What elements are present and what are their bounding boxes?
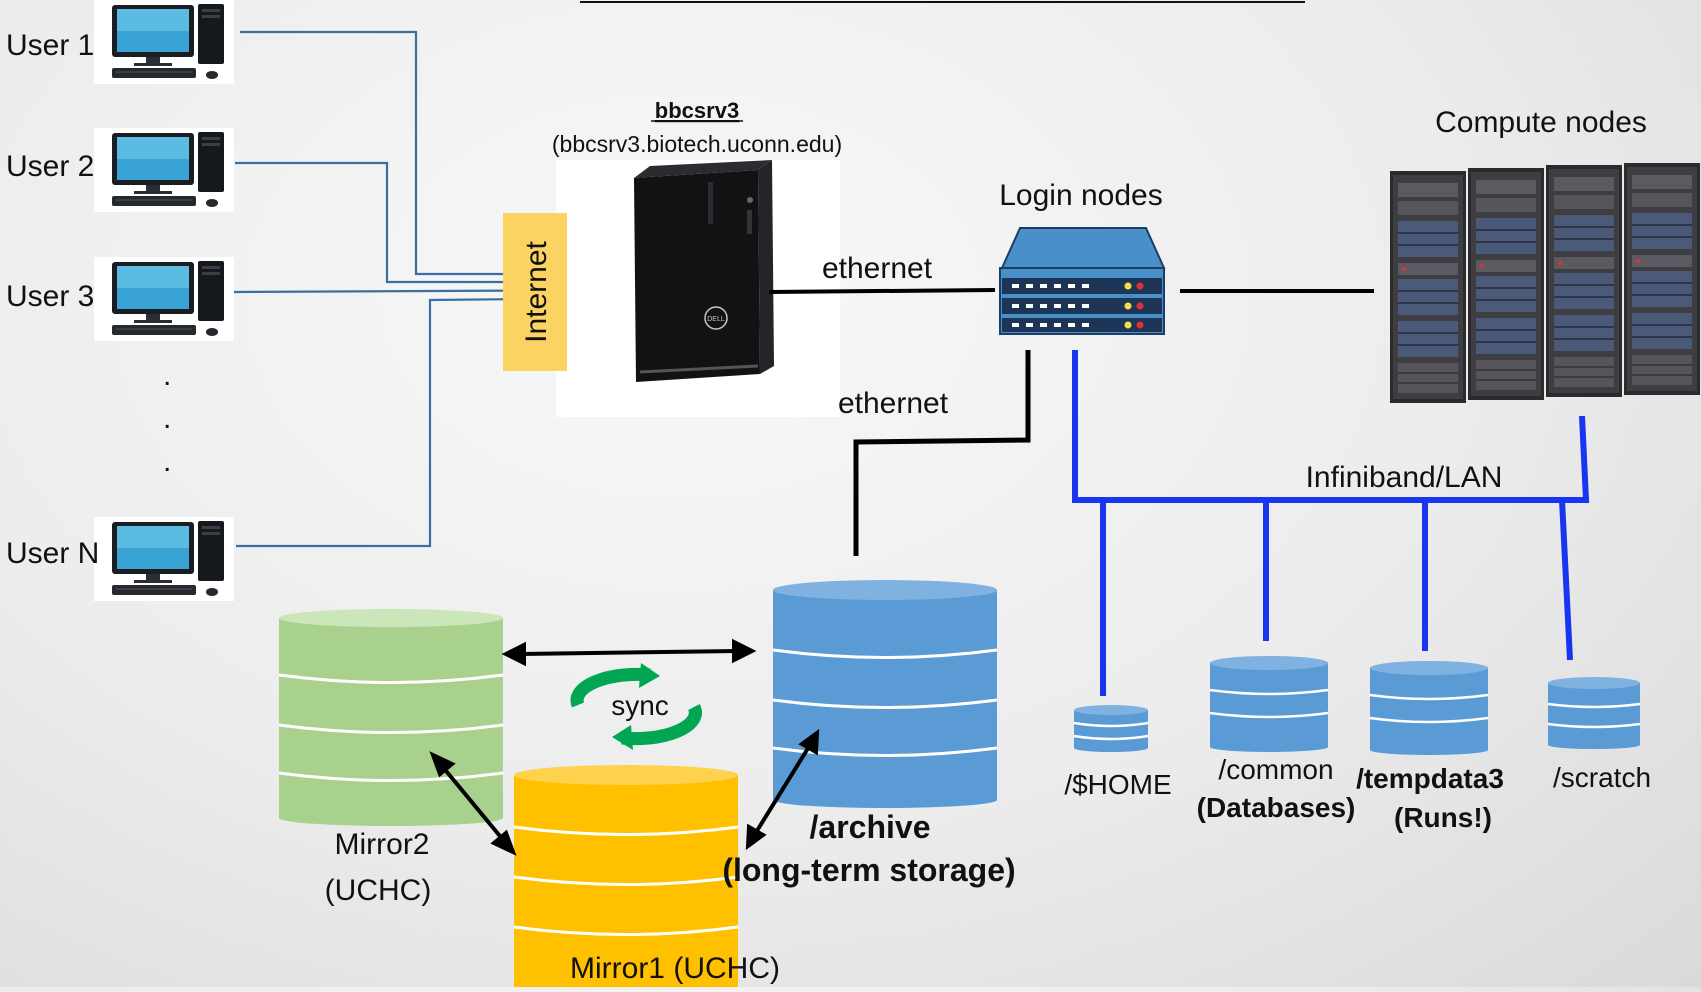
server-rack-icon xyxy=(1389,170,1467,404)
archive-label-line1: /archive xyxy=(810,809,931,845)
network-switch-icon xyxy=(999,227,1166,335)
infiniband-label: Infiniband/LAN xyxy=(1306,461,1503,494)
common-storage xyxy=(1209,656,1329,752)
sync-label: sync xyxy=(611,690,669,721)
server-rack-icon xyxy=(1545,164,1623,398)
ethernet-link-archive xyxy=(853,350,1031,556)
login-nodes-label: Login nodes xyxy=(999,179,1162,212)
mirror2-storage xyxy=(278,609,504,826)
scratch-label: /scratch xyxy=(1553,762,1651,793)
server-host-label: (bbcsrv3.biotech.uconn.edu) xyxy=(552,131,842,157)
internet-label: Internet xyxy=(520,240,553,342)
compute-nodes xyxy=(1389,162,1701,404)
ellipsis-dot: . xyxy=(163,445,171,478)
internet-box: Internet xyxy=(503,213,567,371)
user-2: User 2 xyxy=(6,127,235,213)
tempdata-label-line2: (Runs!) xyxy=(1394,802,1492,833)
user-2-label: User 2 xyxy=(6,150,94,183)
mirror2-label-line1: Mirror2 xyxy=(335,828,430,861)
common-label-line1: /common xyxy=(1218,754,1333,785)
ellipsis-dot: . xyxy=(163,359,171,392)
mirror1-label: Mirror1 (UCHC) xyxy=(570,952,780,985)
ethernet-label-1: ethernet xyxy=(822,252,933,285)
user-3: User 3 xyxy=(6,256,235,342)
infiniband-network xyxy=(1072,350,1590,696)
server-name-label: bbcsrv3 xyxy=(655,98,739,123)
user-3-label: User 3 xyxy=(6,280,94,313)
desktop-computer-icon xyxy=(93,0,235,85)
common-label-line2: (Databases) xyxy=(1197,792,1356,823)
desktop-computer-icon xyxy=(93,127,235,213)
archive-label-line2: (long-term storage) xyxy=(722,852,1015,888)
archive-storage xyxy=(772,580,998,808)
scratch-storage xyxy=(1547,677,1641,749)
ethernet-label-2: ethernet xyxy=(838,387,949,420)
server-rack-icon xyxy=(1623,162,1701,396)
desktop-computer-icon xyxy=(93,256,235,342)
ellipsis-dot: . xyxy=(163,402,171,435)
user-n-label: User N xyxy=(6,537,99,570)
user-n: User N xyxy=(6,516,235,602)
tempdata-storage xyxy=(1369,661,1489,755)
replication-arrows xyxy=(429,638,820,856)
sync-arrows-icon xyxy=(570,663,702,750)
tower-server-icon: DELL xyxy=(634,160,774,382)
ethernet-link-server xyxy=(768,288,996,294)
mirror1-storage xyxy=(513,765,739,987)
dell-logo: DELL xyxy=(707,316,725,323)
user-1: User 1 xyxy=(6,0,235,85)
user-1-label: User 1 xyxy=(6,29,94,62)
home-label: /$HOME xyxy=(1064,769,1171,800)
user-ellipsis: . . . xyxy=(163,359,171,478)
desktop-computer-icon xyxy=(93,516,235,602)
server-rack-icon xyxy=(1467,167,1545,401)
compute-nodes-label: Compute nodes xyxy=(1435,106,1647,139)
mirror2-label-line2: (UCHC) xyxy=(325,874,432,907)
home-storage xyxy=(1073,705,1149,752)
tempdata-label-line1: /tempdata3 xyxy=(1356,763,1504,794)
